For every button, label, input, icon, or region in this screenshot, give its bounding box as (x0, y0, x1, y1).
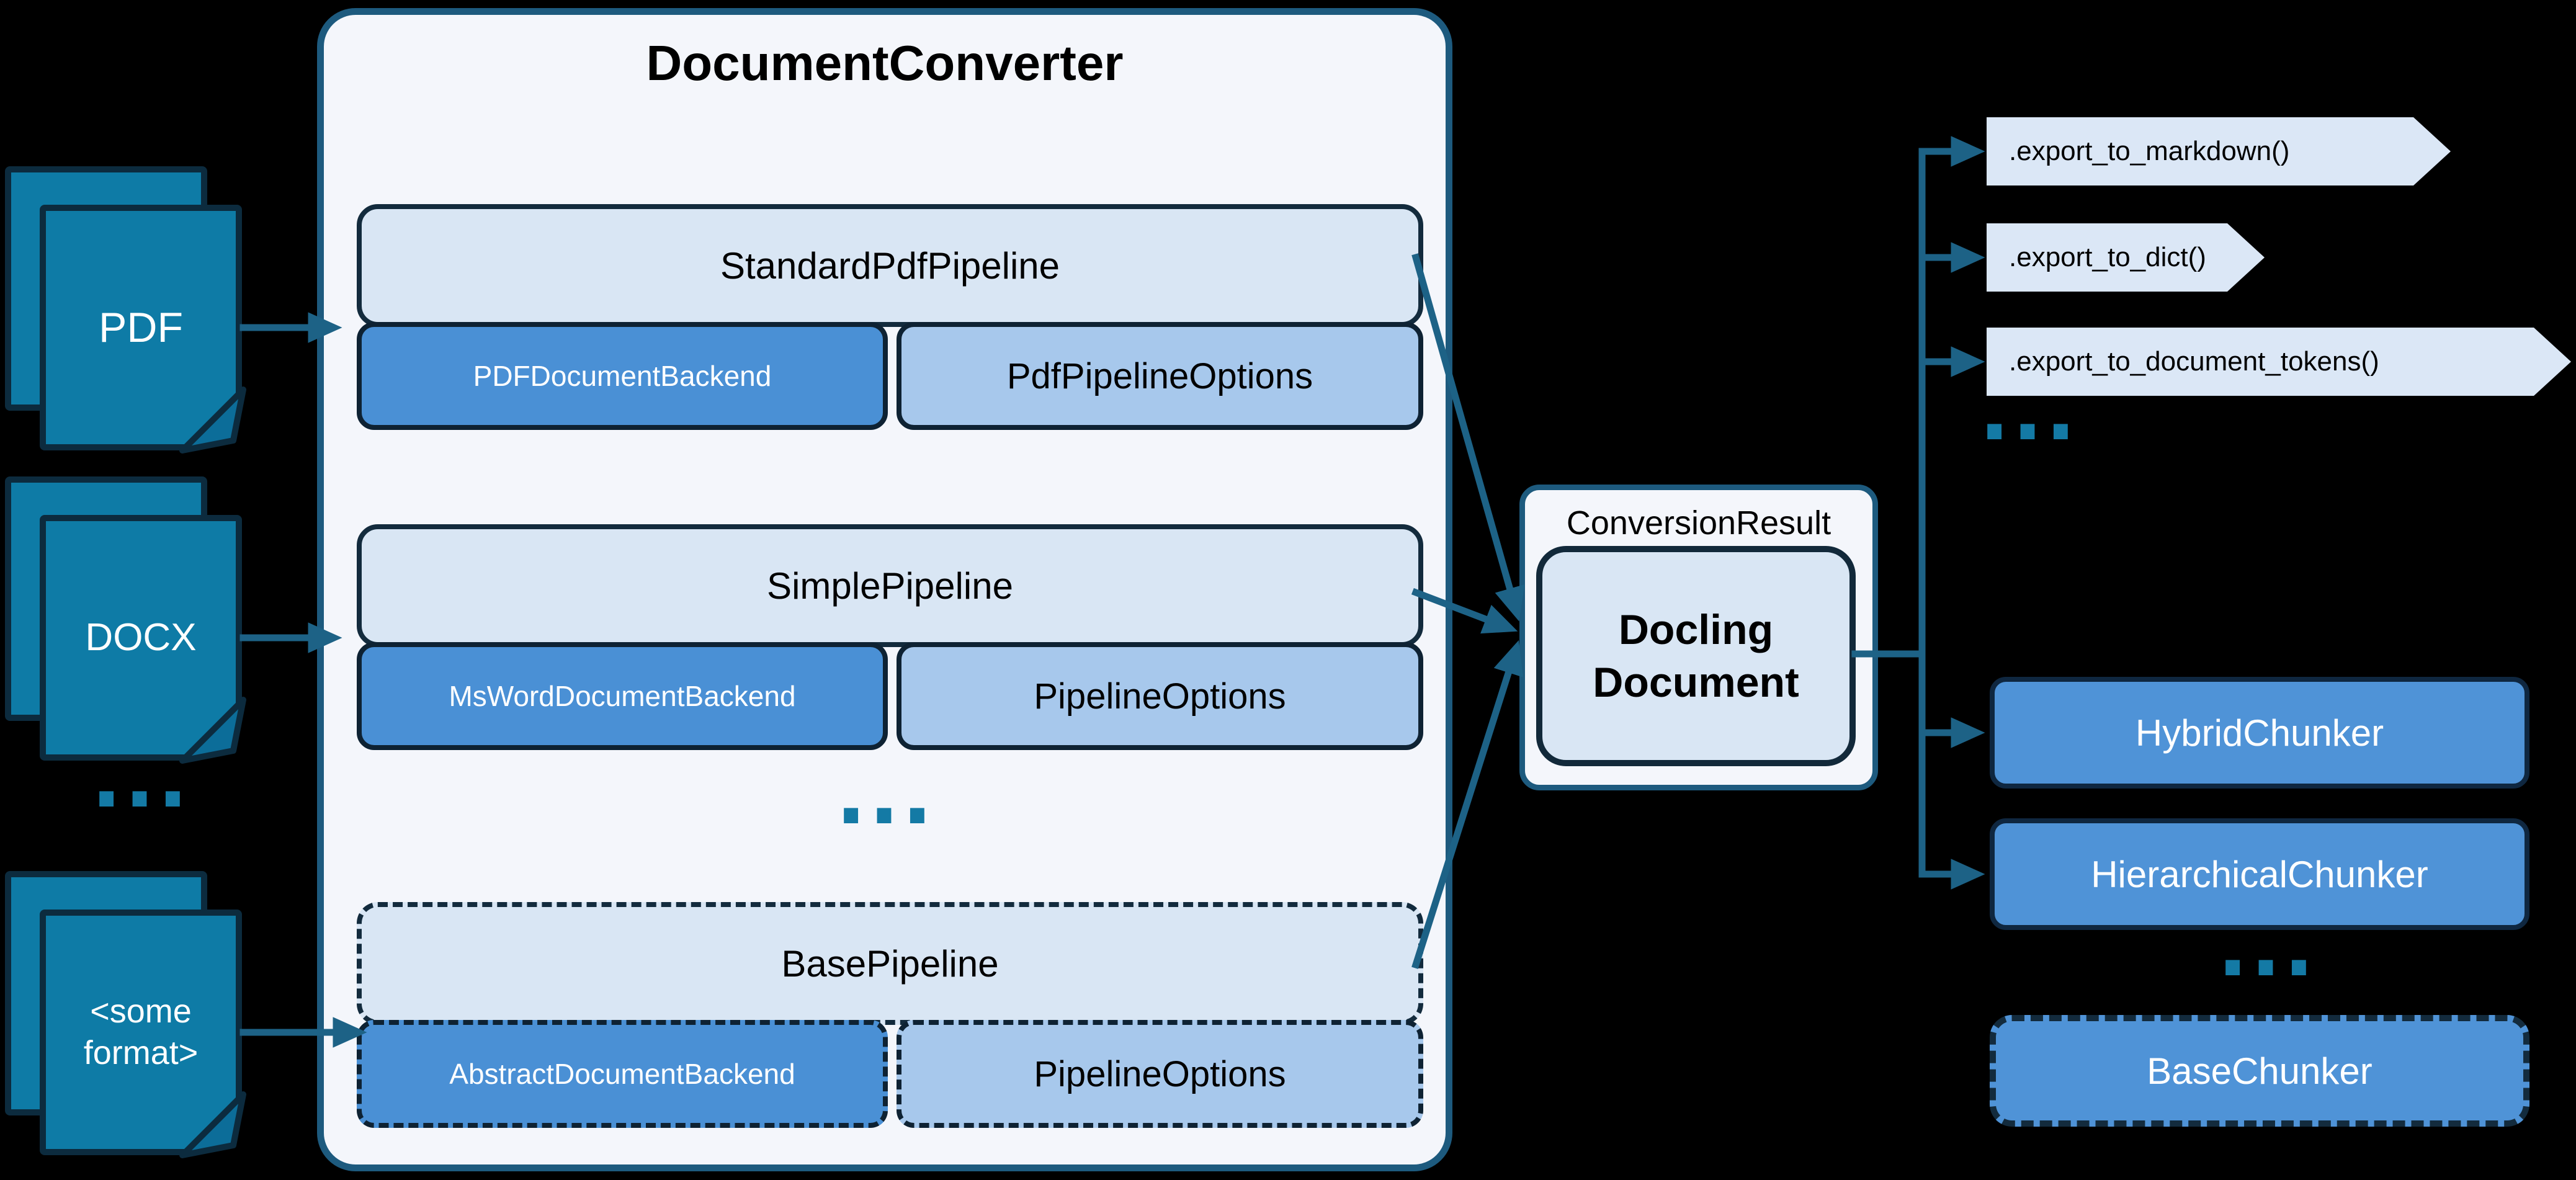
options-box-pipelineoptions: PipelineOptions (897, 1020, 1423, 1128)
ellipsis-chunkers: ... (2217, 900, 2317, 995)
export-chevron-dict: .export_to_dict() (1987, 223, 2265, 292)
ellipsis-exports: ... (1979, 364, 2079, 458)
pipeline-row-base: BasePipeline AbstractDocumentBackend Pip… (357, 902, 1423, 1128)
pipeline-row-standardpdf: StandardPdfPipeline PDFDocumentBackend P… (357, 204, 1423, 430)
input-doc-pdf: PDF (5, 166, 246, 454)
export-chevron-markdown: .export_to_markdown() (1987, 117, 2451, 185)
doc-page-front: PDF (40, 205, 242, 450)
pipeline-sub-row: MsWordDocumentBackend PipelineOptions (357, 642, 1423, 750)
pipeline-box-simplepipeline: SimplePipeline (357, 524, 1423, 647)
chunker-hybrid: HybridChunker (1990, 677, 2529, 789)
export-chevron-document-tokens: .export_to_document_tokens() (1987, 328, 2571, 396)
doc-label-some-format: <some format> (83, 992, 199, 1071)
conversion-result-label: ConversionResult (1566, 504, 1831, 542)
pipeline-row-simple: SimplePipeline MsWordDocumentBackend Pip… (357, 524, 1423, 750)
input-doc-docx: DOCX (5, 476, 246, 764)
backend-box-abstractdocumentbackend: AbstractDocumentBackend (357, 1020, 888, 1128)
backend-box-msw7orddocumentbackend: MsWordDocumentBackend (357, 642, 888, 750)
pipeline-box-basepipeline: BasePipeline (357, 902, 1423, 1025)
input-doc-some-format: <some format> (5, 871, 246, 1158)
page-fold-icon (179, 387, 246, 454)
docling-document-box: Docling Document (1536, 546, 1856, 766)
document-converter-title: DocumentConverter (646, 35, 1124, 91)
pipeline-box-standardpdfpipeline: StandardPdfPipeline (357, 204, 1423, 327)
pipeline-sub-row: AbstractDocumentBackend PipelineOptions (357, 1020, 1423, 1128)
doc-page-front: DOCX (40, 515, 242, 761)
doc-label-pdf: PDF (99, 303, 183, 351)
page-fold-icon (179, 1091, 246, 1158)
chunker-base: BaseChunker (1990, 1015, 2529, 1127)
backend-box-pdfdocumentbackend: PDFDocumentBackend (357, 322, 888, 430)
options-box-pdfpipelineoptions: PdfPipelineOptions (897, 322, 1423, 430)
options-box-pipelineoptions: PipelineOptions (897, 642, 1423, 750)
doc-page-front: <some format> (40, 910, 242, 1155)
chunker-hierarchical: HierarchicalChunker (1990, 818, 2529, 930)
ellipsis-inputs: ... (91, 731, 191, 826)
conversion-result-box: ConversionResult Docling Document (1519, 485, 1878, 790)
document-converter-box: DocumentConverter StandardPdfPipeline PD… (317, 8, 1452, 1171)
pipeline-sub-row: PDFDocumentBackend PdfPipelineOptions (357, 322, 1423, 430)
doc-label-docx: DOCX (85, 616, 197, 659)
ellipsis-converter: ... (835, 748, 936, 843)
page-fold-icon (179, 697, 246, 764)
